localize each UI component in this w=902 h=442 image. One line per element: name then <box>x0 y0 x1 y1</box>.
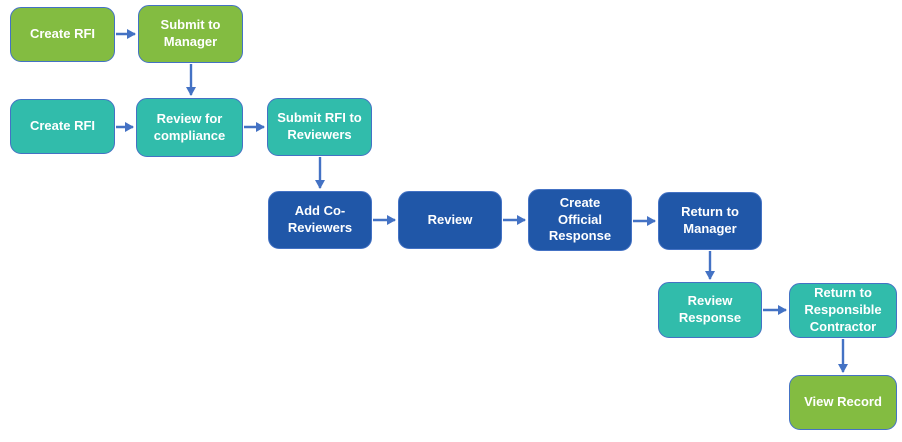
flow-node-view-record: View Record <box>789 375 897 430</box>
flow-node-label: Create RFI <box>29 118 96 134</box>
flow-node-label: Submit to Manager <box>160 17 221 49</box>
flow-node-label: Return to Responsible Contractor <box>804 285 882 334</box>
flow-node-add-co-reviewers: Add Co-Reviewers <box>268 191 372 249</box>
flow-node-label: View Record <box>804 394 882 410</box>
flow-node-return-to-responsible-contractor: Return to Responsible Contractor <box>789 283 897 338</box>
flow-node-create-official-response: Create Official Response <box>528 189 632 251</box>
flow-node-submit-rfi-to-reviewers: Submit RFI to Reviewers <box>267 98 372 156</box>
flow-node-label: Create RFI <box>29 26 96 42</box>
flow-node-label: Submit RFI to Reviewers <box>277 110 362 142</box>
flow-node-submit-to-manager: Submit to Manager <box>138 5 243 63</box>
flow-node-label: Review for compliance <box>153 110 226 143</box>
flow-node-review: Review <box>398 191 502 249</box>
flow-node-review-for-compliance: Review for compliance <box>136 98 243 157</box>
flow-node-review-response: Review Response <box>658 282 762 338</box>
flow-node-label: Create Official Response <box>548 194 612 244</box>
flow-node-create-rfi-1: Create RFI <box>10 7 115 62</box>
flow-node-label: Return to Manager <box>681 204 739 236</box>
flow-node-label: Add Co-Reviewers <box>287 203 353 235</box>
flow-node-return-to-manager: Return to Manager <box>658 192 762 250</box>
flow-node-label: Review <box>427 211 473 227</box>
flow-node-create-rfi-2: Create RFI <box>10 99 115 154</box>
flow-node-label: Review Response <box>678 293 742 325</box>
